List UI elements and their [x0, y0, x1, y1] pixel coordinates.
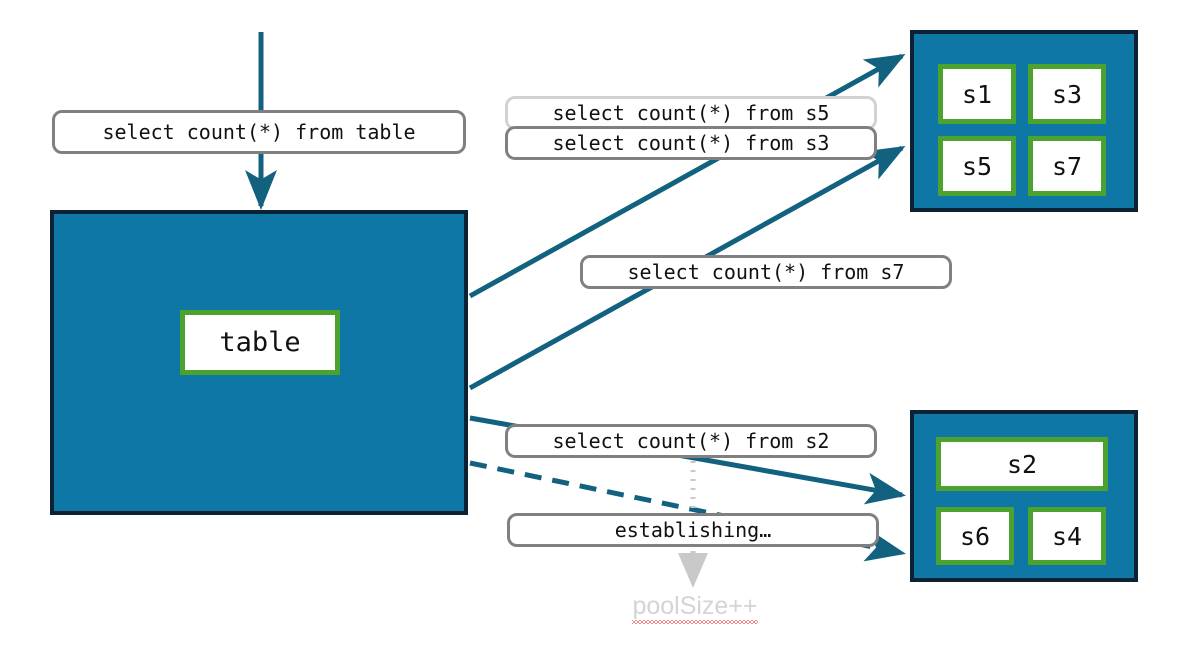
query-label-s3-text: select count(*) from s3 — [552, 131, 830, 155]
query-label-incoming-text: select count(*) from table — [102, 120, 416, 144]
server-node-s1[interactable]: s1 — [938, 64, 1016, 124]
server-node-s4[interactable]: s4 — [1028, 507, 1106, 565]
query-label-s7[interactable]: select count(*) from s7 — [580, 255, 952, 289]
server-node-s3-label: s3 — [1051, 79, 1083, 109]
query-label-s2[interactable]: select count(*) from s2 — [505, 424, 877, 458]
server-node-s2-label: s2 — [1006, 449, 1038, 479]
query-label-s2-text: select count(*) from s2 — [552, 429, 830, 453]
status-label-establishing-text: establishing… — [614, 518, 772, 542]
query-label-s5[interactable]: select count(*) from s5 — [505, 96, 877, 130]
server-node-s7-label: s7 — [1051, 151, 1083, 181]
status-label-establishing[interactable]: establishing… — [507, 513, 879, 547]
server-node-s6[interactable]: s6 — [936, 507, 1014, 565]
poolsize-annotation: poolSize++ — [560, 592, 830, 624]
poolsize-annotation-text: poolSize++ — [632, 592, 758, 624]
query-label-incoming[interactable]: select count(*) from table — [52, 110, 466, 154]
server-node-s5-label: s5 — [961, 151, 993, 181]
table-node[interactable]: table — [180, 310, 340, 375]
server-node-s3[interactable]: s3 — [1028, 64, 1106, 124]
server-node-s1-label: s1 — [961, 79, 993, 109]
server-node-s5[interactable]: s5 — [938, 136, 1016, 196]
query-label-s7-text: select count(*) from s7 — [627, 260, 905, 284]
table-node-label: table — [219, 327, 301, 358]
server-node-s6-label: s6 — [959, 521, 991, 551]
server-node-s2[interactable]: s2 — [936, 437, 1108, 491]
server-node-s7[interactable]: s7 — [1028, 136, 1106, 196]
query-label-s3[interactable]: select count(*) from s3 — [505, 126, 877, 160]
query-label-s5-text: select count(*) from s5 — [552, 101, 830, 125]
server-node-s4-label: s4 — [1051, 521, 1083, 551]
